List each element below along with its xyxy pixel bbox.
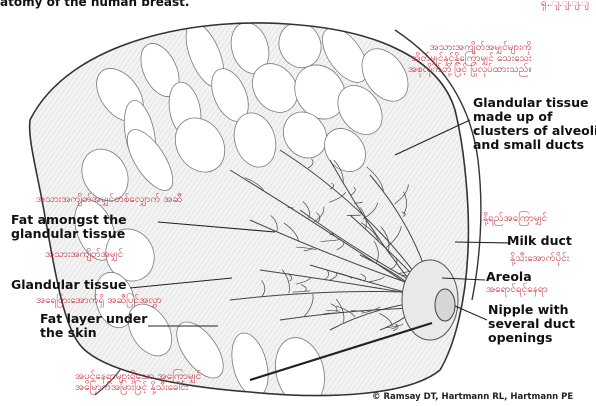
corner-mark: ရှ..ျ.ျ.ျ.ျ xyxy=(541,0,589,9)
fat-amongst-label-english: Fat amongst the glandular tissue xyxy=(11,213,127,241)
areola-label-myanmar: နို့သီးအောက်ပိုင်း xyxy=(510,253,569,264)
fat-layer-label-myanmar: အရေပြားအောက်ရှိ အဆီပြင်အလွှာ xyxy=(36,295,162,306)
glandular-tissue-label-myanmar: အသားအကျိတ်အမျှင် xyxy=(45,249,123,260)
nipple-label-english: Nipple with several duct openings xyxy=(488,303,575,345)
fat-amongst-label-myanmar: အသားအကျိတ်အမျှင်တစ်လျှောက် အဆီ xyxy=(36,194,182,205)
milk-duct-label-english: Milk duct xyxy=(507,234,572,248)
nipple-openings-label-myanmar: အပွင့်နေရာများရှိသော အကြောမျှင် အမြောက်အ… xyxy=(75,371,201,393)
glandular-tissue-label-english: Glandular tissue xyxy=(11,278,126,292)
nipple-shape xyxy=(435,289,455,321)
glandular-label-english: Glandular tissue made up of clusters of … xyxy=(473,96,596,152)
top-caption: atomy of the human breast. xyxy=(0,0,189,9)
fat-layer-label-english: Fat layer under the skin xyxy=(40,312,147,340)
nipple-label-myanmar: အရောင်ရင့်နေရာ xyxy=(486,284,548,295)
milk-duct-label-myanmar: နို့ရည်အကြောမျှင် xyxy=(483,213,547,224)
areola-label-english: Areola xyxy=(486,270,532,284)
image-credit: © Ramsay DT, Hartmann RL, Hartmann PE xyxy=(372,393,573,403)
glandular-label-myanmar: အသားအကျိတ်အမျှင်များကို အိတ်မျှင်နှင့်နိ… xyxy=(408,42,532,76)
